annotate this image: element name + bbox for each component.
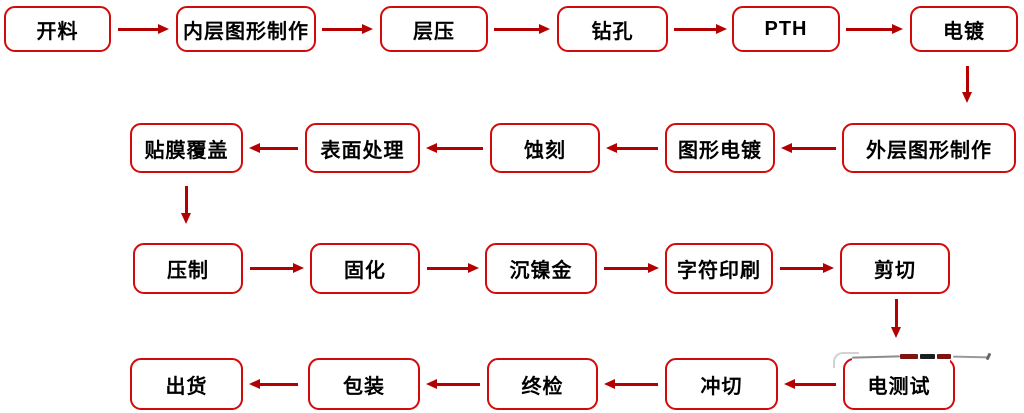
flow-node-immersion-nickel-gold: 沉镍金 [485,243,597,294]
arrow-down-icon [962,66,971,103]
watermark-remnant-smudge [920,354,935,359]
arrow-left-icon [426,143,483,152]
flow-node-label: 蚀刻 [524,139,566,162]
watermark-remnant-ghost-corner [833,352,859,368]
flow-node-shipment: 出货 [130,358,243,410]
flow-node-curing: 固化 [310,243,420,294]
flow-node-final-inspection: 终检 [487,358,598,410]
flow-node-pressing: 压制 [133,243,243,294]
arrow-left-icon [781,143,836,152]
flow-node-cutting: 开料 [4,6,111,52]
arrow-left-icon [249,379,298,388]
flow-node-packaging: 包装 [308,358,420,410]
arrow-right-icon [846,24,903,33]
flow-node-label: 字符印刷 [677,260,761,282]
flow-node-lamination: 层压 [380,6,488,52]
arrow-left-icon [784,379,836,388]
flow-node-etching: 蚀刻 [490,123,600,173]
flow-node-label: 钻孔 [591,20,634,43]
arrow-right-icon [674,24,727,33]
flow-node-label: 包装 [343,375,385,398]
flow-node-label: 内层图形制作 [183,20,309,43]
watermark-remnant-smudge [952,355,990,359]
watermark-remnant-smudge [937,354,951,359]
flow-node-label: 固化 [344,260,386,282]
arrow-right-icon [118,24,169,33]
arrow-down-icon [891,299,900,338]
flow-node-outer-layer-patterning: 外层图形制作 [842,123,1016,173]
arrow-right-icon [427,263,479,272]
flow-node-label: 表面处理 [320,139,405,162]
flow-node-drilling: 钻孔 [557,6,668,52]
flow-node-pth: PTH [732,6,840,52]
flow-node-label: 开料 [36,20,79,43]
flow-node-silkscreen-printing: 字符印刷 [665,243,773,294]
flow-node-punching: 冲切 [665,358,778,410]
arrow-left-icon [426,379,480,388]
arrow-right-icon [780,263,834,272]
arrow-left-icon [606,143,658,152]
flow-node-label: 剪切 [874,260,916,282]
flow-node-label: 沉镍金 [509,260,573,282]
arrow-right-icon [250,263,304,272]
flow-node-label: 终检 [521,375,564,398]
flow-node-label: 电测试 [867,375,931,398]
flow-node-shearing: 剪切 [840,243,950,294]
flow-node-film-covering: 贴膜覆盖 [130,123,243,173]
flow-node-label: 电镀 [943,20,985,43]
arrow-left-icon [249,143,298,152]
watermark-remnant-smudge [985,352,992,361]
arrow-down-icon [181,186,190,224]
flow-node-label: 图形电镀 [678,139,762,162]
arrow-right-icon [604,263,659,272]
flow-node-surface-treatment: 表面处理 [305,123,420,173]
flow-node-label: 层压 [413,20,455,43]
arrow-right-icon [494,24,550,33]
watermark-remnant-smudge [900,354,918,359]
flow-node-electrical-test: 电测试 [843,358,955,410]
flow-node-pattern-plating: 图形电镀 [665,123,775,173]
watermark-remnant-patch [852,357,950,362]
flow-node-label: 出货 [165,375,208,398]
flow-node-label: 压制 [167,260,209,282]
arrow-right-icon [322,24,373,33]
flow-node-inner-layer-patterning: 内层图形制作 [176,6,316,52]
arrow-left-icon [604,379,658,388]
flow-node-plating: 电镀 [910,6,1018,52]
flow-node-label: 外层图形制作 [866,139,992,162]
flow-node-label: 贴膜覆盖 [144,139,229,162]
flow-node-label: 冲切 [700,375,743,398]
flow-node-label: PTH [764,17,808,40]
